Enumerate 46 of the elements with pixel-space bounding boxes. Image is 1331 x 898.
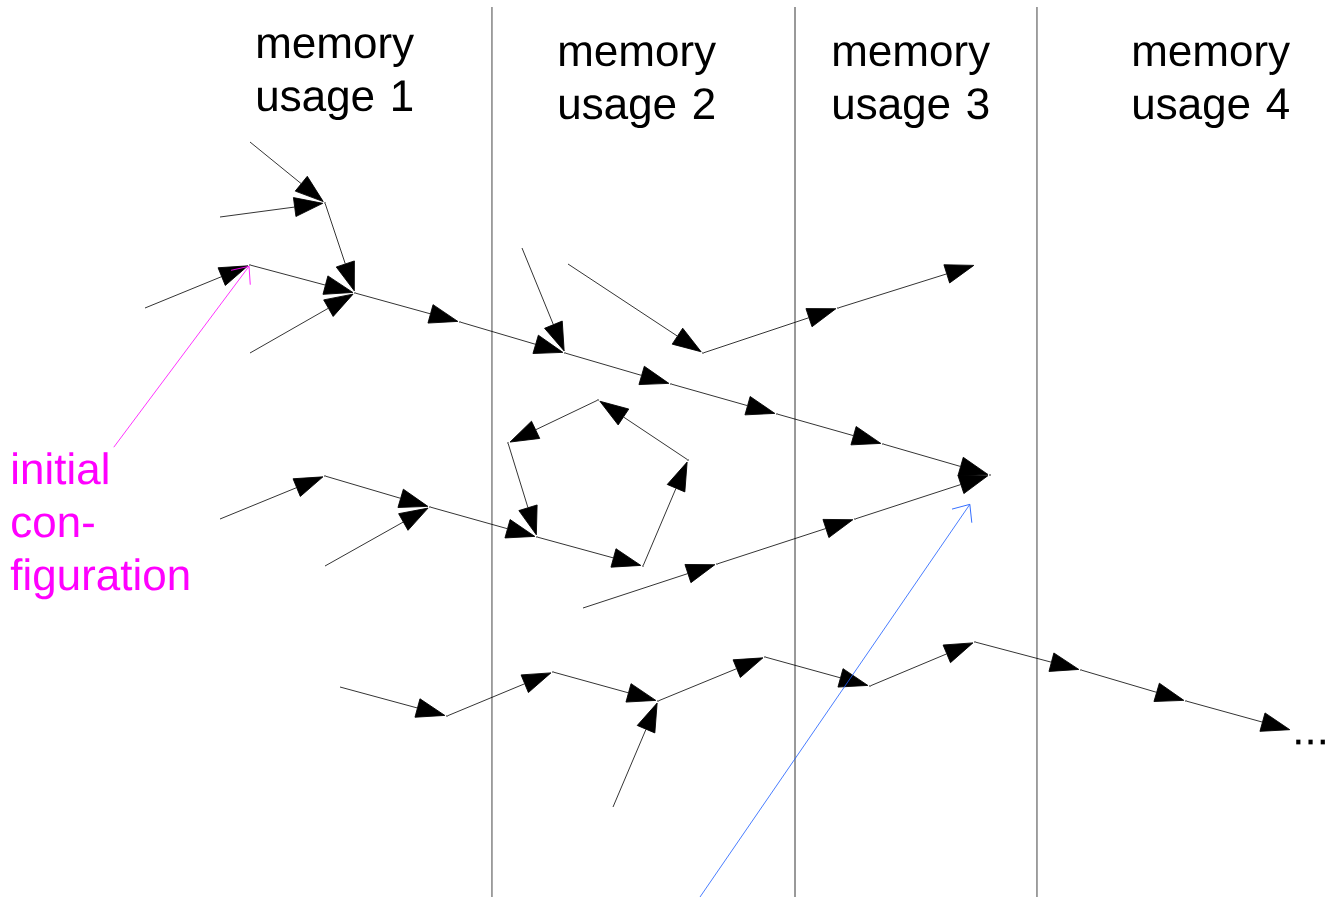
arrow: [537, 536, 642, 568]
column-heading: memory usage 1: [258, 34, 414, 120]
arrow: [975, 641, 1080, 672]
arrow: [870, 642, 974, 686]
arrow: [219, 476, 324, 520]
column-heading: memory usage 2: [560, 42, 716, 128]
arrow: [355, 292, 459, 324]
arrow: [521, 247, 565, 352]
arrow: [567, 263, 702, 353]
arrow: [1186, 700, 1291, 732]
arrow: [325, 475, 429, 508]
arrow: [658, 657, 764, 702]
arrow: [717, 519, 854, 565]
column-heading: memory usage 4: [1134, 42, 1290, 128]
arrow: [699, 503, 973, 898]
callout-text: initial con- figuration: [10, 452, 189, 600]
leader-line: [113, 265, 251, 448]
arrow: [249, 141, 324, 202]
arrow: [144, 265, 249, 309]
arrow: [250, 264, 354, 295]
arrow: [643, 461, 688, 566]
ellipsis: ...: [1296, 739, 1325, 745]
arrow: [1081, 669, 1185, 702]
arrow: [777, 413, 882, 446]
arrow: [838, 264, 975, 309]
arrow: [599, 400, 688, 460]
arrow: [324, 507, 429, 567]
arrow: [565, 352, 670, 385]
arrow: [324, 203, 355, 292]
arrow: [582, 564, 716, 609]
arrow: [703, 308, 837, 354]
column-heading: memory usage 3: [834, 42, 990, 128]
arrow: [447, 672, 552, 717]
arrow: [612, 702, 658, 808]
arrow: [460, 321, 564, 354]
arrow: [509, 400, 598, 443]
arrow: [553, 671, 657, 703]
arrow: [430, 506, 536, 539]
arrow: [507, 443, 538, 536]
arrow: [249, 293, 354, 354]
arrow: [671, 383, 776, 416]
arrow: [765, 656, 869, 688]
arrow: [855, 475, 989, 520]
arrow: [219, 197, 324, 218]
arrow: [883, 443, 989, 477]
arrow: [339, 686, 446, 718]
